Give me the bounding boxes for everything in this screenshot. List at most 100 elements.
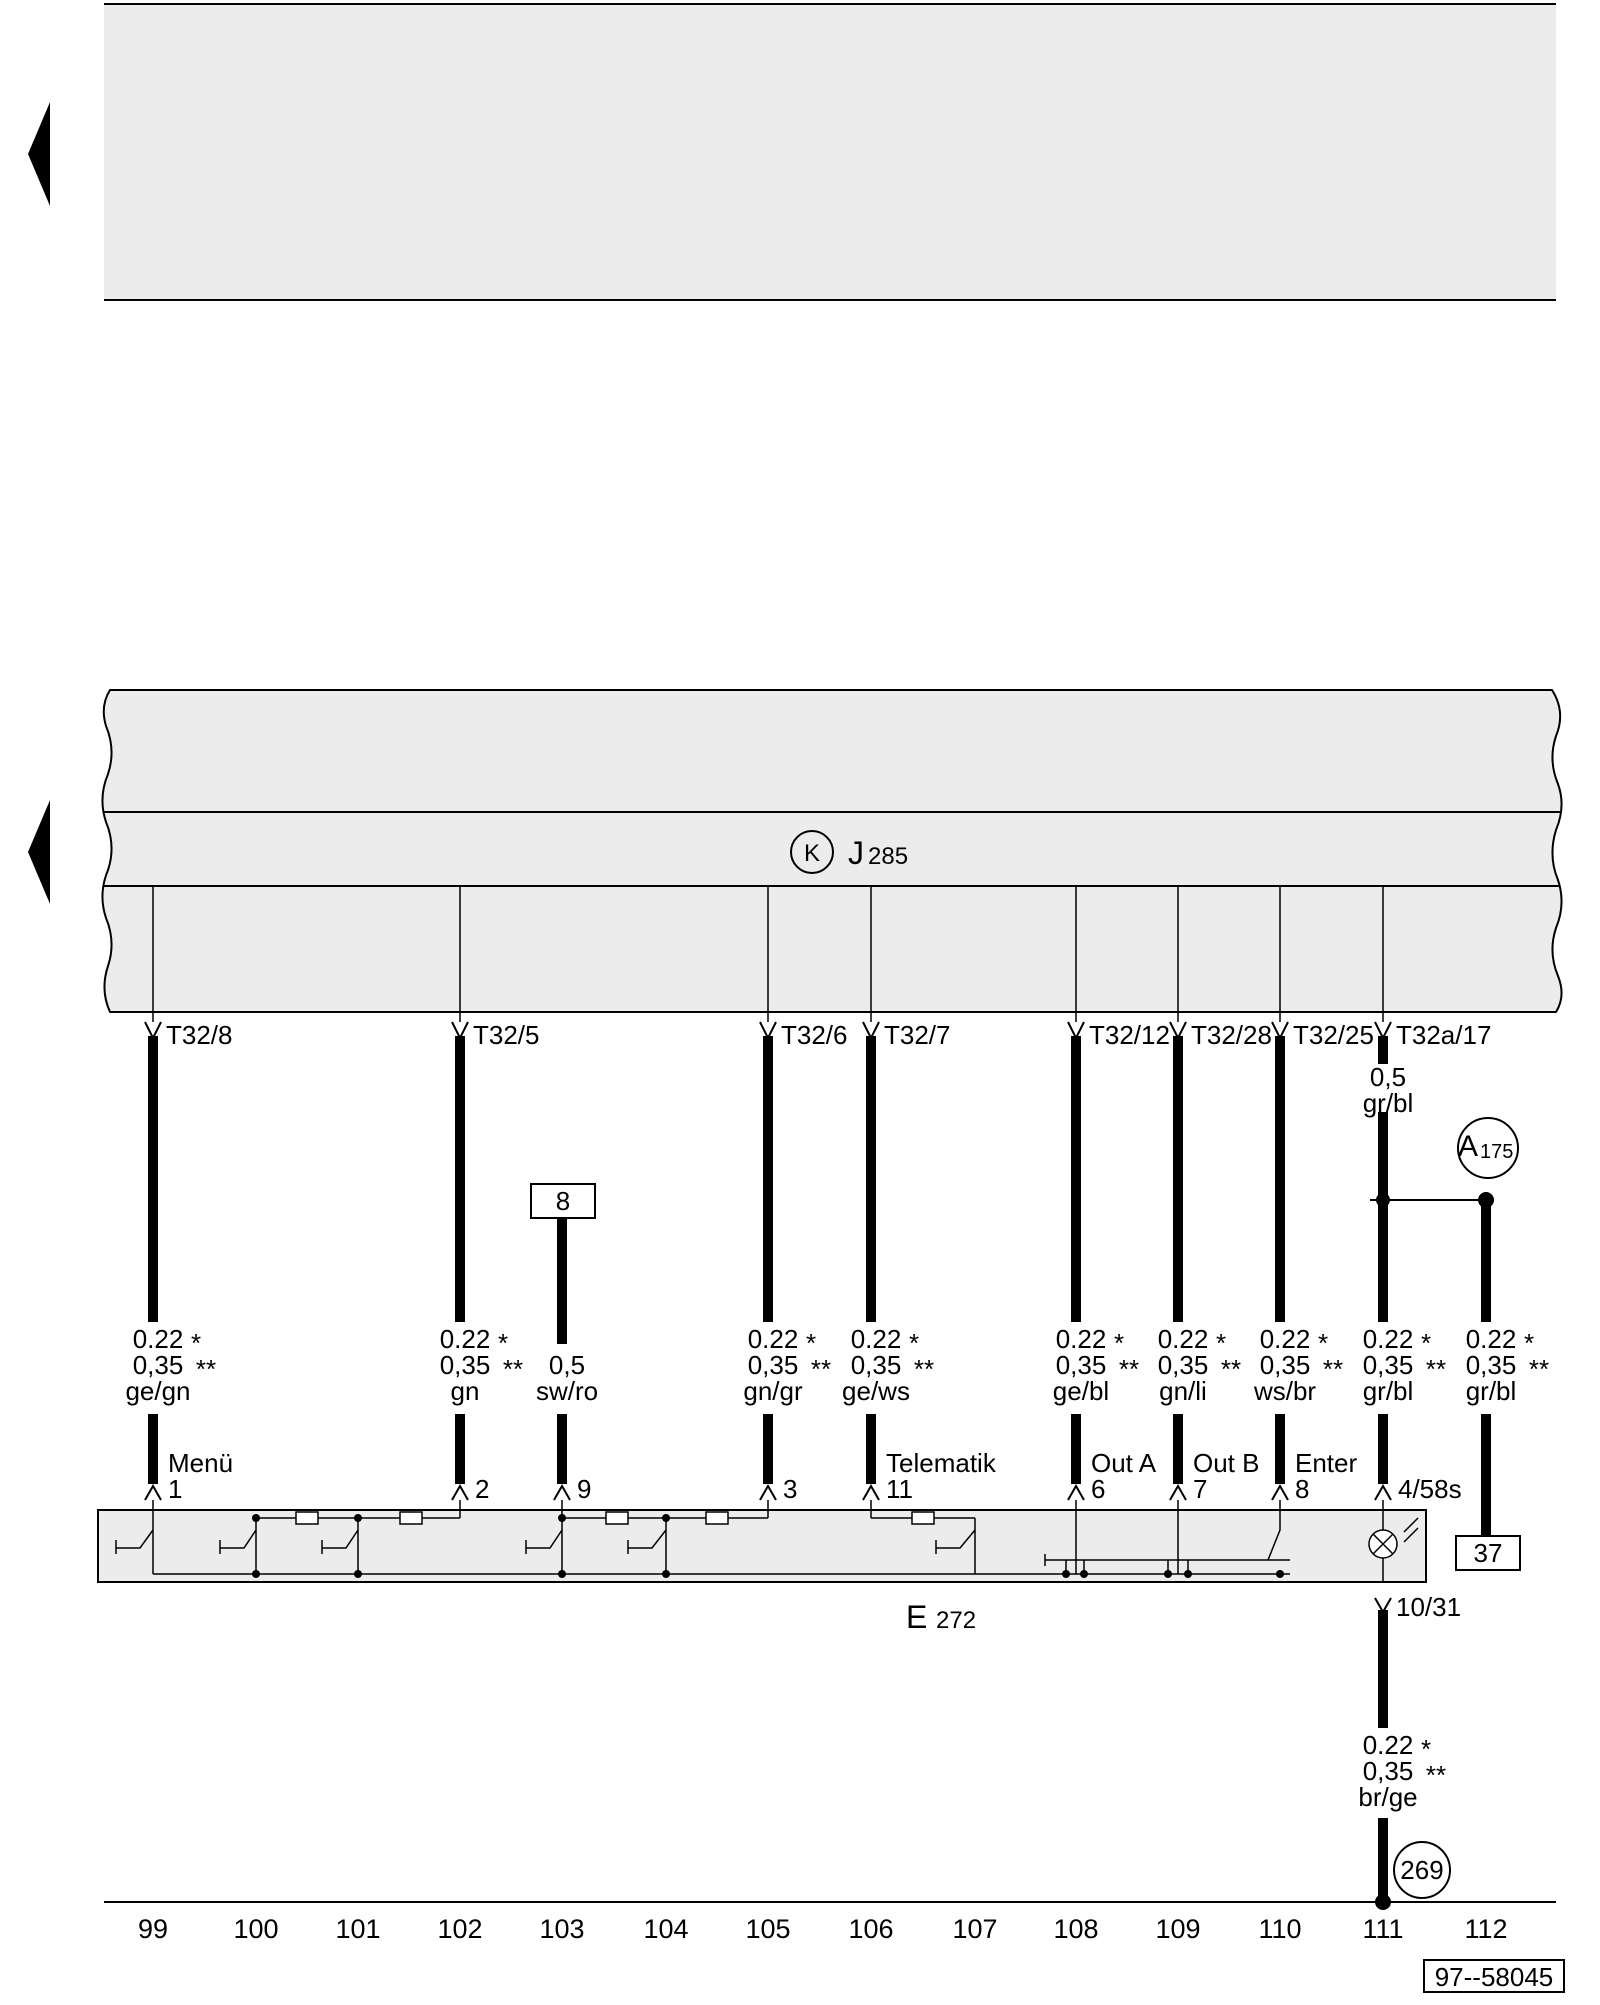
wire-size: 0,35	[1158, 1350, 1209, 1380]
reference-box-label: 8	[556, 1186, 570, 1216]
wire-color: gn	[451, 1376, 480, 1406]
wire-color: sw/ro	[536, 1376, 598, 1406]
pin-number: 7	[1193, 1474, 1207, 1504]
pin-number: 11	[886, 1474, 913, 1504]
wire-size: 0,35	[133, 1350, 184, 1380]
track-number: 111	[1362, 1914, 1403, 1944]
function-label: Enter	[1295, 1448, 1357, 1478]
wire-color: ge/ws	[842, 1376, 910, 1406]
wire-star: **	[196, 1354, 216, 1384]
wire-star: **	[1119, 1354, 1139, 1384]
wire-size: 0.22	[1158, 1324, 1209, 1354]
pin-label: T32a/17	[1396, 1020, 1491, 1050]
wire-star: **	[914, 1354, 934, 1384]
track-number: 106	[848, 1914, 893, 1944]
wire-star: **	[1221, 1354, 1241, 1384]
track-number: 99	[138, 1914, 168, 1944]
wire-size: 0,35	[1466, 1350, 1517, 1380]
switch-unit-e272: E 272	[97, 1500, 1427, 1635]
wire-size: 0.22	[1363, 1324, 1414, 1354]
wire-size: 0.22	[1260, 1324, 1311, 1354]
wire-size: 0,35	[1363, 1756, 1414, 1786]
pin-number: 4/58s	[1398, 1474, 1462, 1504]
page-prev-arrow-icon[interactable]	[28, 102, 50, 206]
ground-point-label: 269	[1400, 1855, 1443, 1885]
wire-size: 0,5	[549, 1350, 585, 1380]
wire-star: *	[1421, 1328, 1431, 1358]
wire-star: *	[1421, 1734, 1431, 1764]
wire-size: 0.22	[440, 1324, 491, 1354]
pin-label: T32/25	[1293, 1020, 1374, 1050]
wire-color: gn/gr	[743, 1376, 803, 1406]
wire-star: *	[909, 1328, 919, 1358]
bottom-pin-labels: 1 2 9 3 11 6 7 8 4/58s	[168, 1474, 1462, 1504]
wire-star: **	[1426, 1354, 1446, 1384]
wire-color: gn/li	[1159, 1376, 1207, 1406]
wire-color: ge/bl	[1053, 1376, 1109, 1406]
track-number: 109	[1155, 1914, 1200, 1944]
track-number: 104	[643, 1914, 688, 1944]
module-leads	[152, 886, 1384, 1022]
module-code: J	[848, 835, 864, 871]
wire-star: **	[1529, 1354, 1549, 1384]
wire-size: 0,5	[1370, 1062, 1406, 1092]
splice-dot	[1376, 1193, 1390, 1207]
wire-color: ws/br	[1253, 1376, 1316, 1406]
track-number: 100	[233, 1914, 278, 1944]
wire-star: **	[1426, 1760, 1446, 1790]
wire-star: *	[1114, 1328, 1124, 1358]
reference-box[interactable]	[1455, 1535, 1521, 1571]
wire-size: 0,35	[1260, 1350, 1311, 1380]
reference-box-label: 37	[1474, 1538, 1503, 1568]
pin-number: 8	[1295, 1474, 1309, 1504]
wire-size: 0.22	[748, 1324, 799, 1354]
splice-dot	[1478, 1192, 1494, 1208]
switch-pin-marks	[144, 1483, 1392, 1501]
function-label: Menü	[168, 1448, 233, 1478]
wire-color: br/ge	[1358, 1782, 1417, 1812]
page-prev-arrow-icon[interactable]	[28, 800, 50, 904]
wire-size: 0,35	[1363, 1350, 1414, 1380]
function-label: Out A	[1091, 1448, 1157, 1478]
wire-size: 0,35	[1056, 1350, 1107, 1380]
ground-point-icon	[1393, 1841, 1451, 1899]
ground-wire-spec: 0.22 * 0,35 ** br/ge	[1358, 1730, 1446, 1812]
connector-code: A	[1458, 1130, 1478, 1163]
wire-star: **	[503, 1354, 523, 1384]
pin-label: T32/5	[473, 1020, 540, 1050]
wire-size: 0.22	[1363, 1730, 1414, 1760]
track-number: 101	[335, 1914, 380, 1944]
wire-star: *	[191, 1328, 201, 1358]
track-number: 112	[1464, 1914, 1507, 1944]
ground-pin-mark	[1374, 1597, 1392, 1615]
switch-unit-code: E	[906, 1599, 927, 1635]
function-labels: Menü Telematik Out A Out B Enter	[168, 1448, 1357, 1478]
wire-size: 0,35	[748, 1350, 799, 1380]
wire-spec-labels: 0.22 * 0,35 ** ge/gn 0.22 * 0,35 ** gn 0…	[125, 1324, 1549, 1406]
connector-number: 175	[1480, 1141, 1513, 1163]
function-label: Telematik	[886, 1448, 997, 1478]
wire-color: gr/bl	[1466, 1376, 1517, 1406]
wire-color: gr/bl	[1363, 1088, 1414, 1118]
track-number: 107	[952, 1914, 997, 1944]
reference-box[interactable]	[530, 1183, 596, 1219]
pin-label: T32/6	[781, 1020, 848, 1050]
track-number: 108	[1053, 1914, 1098, 1944]
top-pin-labels: T32/8 T32/5 T32/6 T32/7 T32/12 T32/28 T3…	[166, 1020, 1491, 1050]
switch-unit-number: 272	[936, 1607, 976, 1634]
track-number: 105	[745, 1914, 790, 1944]
pin-label: T32/7	[884, 1020, 951, 1050]
bus-symbol-icon	[790, 830, 834, 874]
track-numbers: 99 100 101 102 103 104 105 106 107 108 1…	[138, 1914, 1508, 1944]
track-number: 102	[437, 1914, 482, 1944]
ground-pin-label: 10/31	[1396, 1592, 1461, 1622]
wire-size: 0,35	[851, 1350, 902, 1380]
wire-star: *	[498, 1328, 508, 1358]
drawing-id-box	[1423, 1959, 1565, 1993]
wire-size: 0.22	[1056, 1324, 1107, 1354]
wire-color: ge/gn	[125, 1376, 190, 1406]
pin-number: 3	[783, 1474, 797, 1504]
wire-size: 0,35	[440, 1350, 491, 1380]
